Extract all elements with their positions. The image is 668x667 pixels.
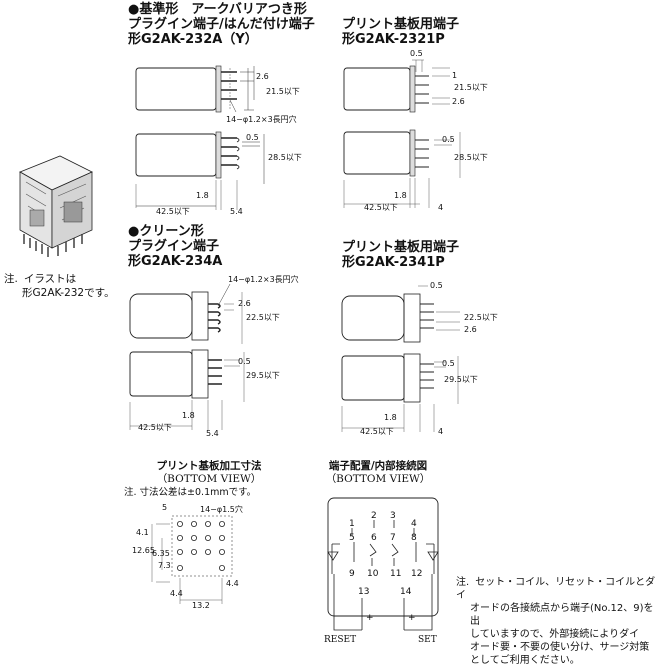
pin-1: 1 [349,519,355,529]
pcb-hole-layout: 5 14−φ1.5穴 4.1 12.65 6.35 7.3 4.4 4.4 13… [132,503,243,610]
pin-5: 5 [349,533,355,543]
clean-pcb-header: プリント基板用端子 形G2AK-2341P [342,240,460,270]
dim-21-5: 21.5以下 [454,83,488,92]
dim-0-5: 0.5 [442,135,455,144]
pin-6: 6 [371,533,377,543]
pin-8: 8 [411,533,417,543]
dim-1-8: 1.8 [182,411,195,420]
dim-0-5: 0.5 [246,133,259,142]
dim-2-6: 2.6 [256,72,269,81]
pin-3: 3 [390,511,396,521]
dim-1: 1 [452,71,457,80]
plus-set: + [408,613,416,623]
dim-42-5: 42.5以下 [360,427,394,436]
dim-7-3: 7.3 [158,561,171,570]
dim-6-35: 6.35 [152,549,170,558]
dim-holes: 14−φ1.2×3長円穴 [226,114,297,124]
dim-13-2: 13.2 [192,601,210,610]
dim-4-4: 4.4 [170,589,183,598]
pin-2: 2 [371,511,377,521]
pin-13: 13 [358,587,369,597]
dim-0-5: 0.5 [410,49,423,58]
dim-28-5: 28.5以下 [268,153,302,162]
dim-2-6: 2.6 [464,325,477,334]
relay-illustration [19,155,93,257]
dim-29-5: 29.5以下 [246,371,280,380]
pin-14: 14 [400,587,412,597]
dim-1-8: 1.8 [196,191,209,200]
standard-plugin-drawing: 2.6 21.5以下 14−φ1.2×3長円穴 0.5 28.5以下 1.8 4… [135,65,302,216]
dim-1-8: 1.8 [394,191,407,200]
pin-9: 9 [349,569,355,579]
hole-grid [177,520,226,572]
dim-22-5: 22.5以下 [464,313,498,322]
terminal-layout-title: 端子配置/内部接続図 （BOTTOM VIEW） [325,460,431,485]
terminal-layout: 1 2 3 4 5 6 7 8 9 10 11 12 13 14 + + RES… [324,497,439,645]
dim-22-5: 22.5以下 [246,313,280,322]
clean-plugin-drawing: 14−φ1.2×3長円穴 2.6 22.5以下 0.5 29.5以下 1.8 4… [129,274,299,438]
pcb-hole-layout-title: プリント基板加工寸法 （BOTTOM VIEW） [156,460,262,485]
dim-42-5: 42.5以下 [156,207,190,216]
dim-holes: 14−φ1.2×3長円穴 [228,274,299,284]
plus-reset: + [366,613,374,623]
dim-28-5: 28.5以下 [454,153,488,162]
dim-5-4: 5.4 [206,429,219,438]
coil-diode-note: 注.セット・コイル、リセット・コイルとダイ オードの各接続点から端子(No.12… [456,577,656,666]
standard-header: ●基準形 アークバリアつき形 プラグイン端子/はんだ付け端子 形G2AK-232… [128,2,315,47]
dim-42-5: 42.5以下 [364,203,398,212]
pin-10: 10 [367,569,379,579]
dim-2-6: 2.6 [238,299,251,308]
pcb-tolerance-note: 注. 寸法公差は±0.1mmです。 [124,487,257,498]
dim-42-5: 42.5以下 [138,423,172,432]
dim-0-5: 0.5 [430,281,443,290]
clean-pcb-drawing: 0.5 22.5以下 2.6 0.5 29.5以下 1.8 42.5以下 4 [341,281,498,436]
dim-0-5: 0.5 [238,357,251,366]
dim-4-1: 4.1 [136,528,149,537]
set-label: SET [418,635,437,645]
dim-4: 4 [438,203,443,212]
dim-5-4: 5.4 [230,207,243,216]
dim-4: 4 [438,427,443,436]
dim-21-5: 21.5以下 [266,87,300,96]
standard-pcb-drawing: 0.5 1 21.5以下 2.6 0.5 28.5以下 1.8 42.5以下 4 [343,49,488,212]
reset-label: RESET [324,635,356,645]
internal-wiring [327,520,439,631]
standard-pcb-header: プリント基板用端子 形G2AK-2321P [342,17,460,47]
dim-1-8: 1.8 [384,413,397,422]
dim-5: 5 [162,503,167,512]
pin-11: 11 [390,569,401,579]
pin-7: 7 [390,533,396,543]
dim-12-65: 12.65 [132,546,155,555]
dim-2-6: 2.6 [452,97,465,106]
dim-holes: 14−φ1.5穴 [200,504,243,514]
dim-4-4: 4.4 [226,579,239,588]
pin-12: 12 [411,569,422,579]
clean-header: ●クリーン形 プラグイン端子 形G2AK-234A [128,224,223,269]
dim-29-5: 29.5以下 [444,375,478,384]
illustration-note: 注.イラストは 形G2AK-232です。 [4,273,115,299]
pin-4: 4 [411,519,417,529]
dim-0-5: 0.5 [442,359,455,368]
